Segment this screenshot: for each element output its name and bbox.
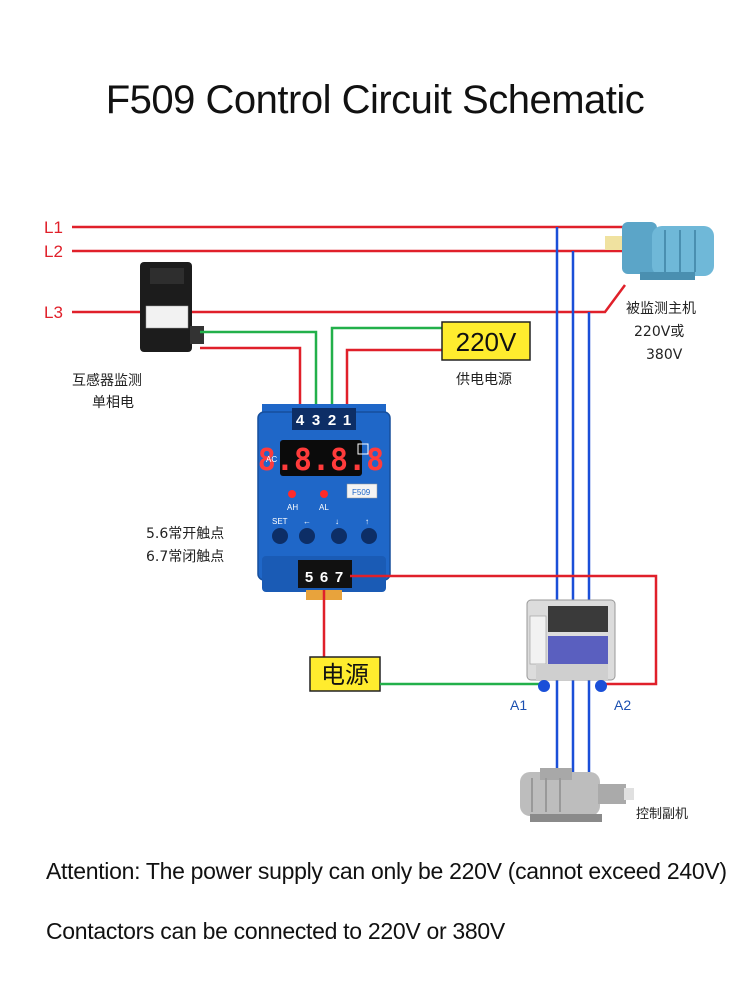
led-al-label: AL bbox=[319, 503, 329, 512]
ct-label-line2: 单相电 bbox=[92, 395, 134, 411]
supply-voltage-box bbox=[441, 321, 531, 361]
aux-motor-label: 控制副机 bbox=[636, 807, 688, 822]
main-motor-label-line2: 220V或 bbox=[634, 324, 684, 340]
button-left-label: ← bbox=[303, 517, 311, 526]
coil-label-a2: A2 bbox=[614, 697, 631, 713]
current-transformer bbox=[140, 262, 204, 352]
main-motor-label-line1: 被监测主机 bbox=[626, 301, 696, 317]
label-l3: L3 bbox=[44, 303, 63, 322]
main-motor-icon bbox=[605, 222, 714, 280]
wire-ct-term4 bbox=[200, 346, 302, 410]
attention-note: Attention: The power supply can only be … bbox=[46, 858, 727, 884]
terminal-4: 4 bbox=[296, 412, 305, 429]
ct-label-line1: 互感器监测 bbox=[72, 372, 142, 389]
button-down[interactable] bbox=[331, 528, 347, 544]
page-title: F509 Control Circuit Schematic bbox=[105, 78, 645, 122]
supply-label: 供电电源 bbox=[456, 372, 512, 388]
wire-supply-term2 bbox=[330, 326, 442, 410]
contactor-note: Contactors can be connected to 220V or 3… bbox=[46, 918, 505, 944]
terminal-6: 6 bbox=[320, 569, 328, 586]
terminal-5: 5 bbox=[305, 569, 313, 586]
psu-box-text: 电源 bbox=[321, 661, 369, 689]
button-set-label: SET bbox=[272, 517, 288, 526]
led-ah-icon bbox=[288, 490, 296, 498]
button-up-label: ↑ bbox=[365, 517, 369, 526]
wire-supply-term1 bbox=[345, 348, 442, 410]
contactor bbox=[526, 599, 616, 681]
coil-terminal-a1 bbox=[538, 680, 550, 692]
coil-terminal-a2 bbox=[595, 680, 607, 692]
terminal-2: 2 bbox=[328, 412, 336, 429]
wire-term7-a2 bbox=[350, 574, 658, 686]
button-down-label: ↓ bbox=[335, 517, 339, 526]
device-brand-label: F509 bbox=[352, 488, 371, 497]
button-up[interactable] bbox=[361, 528, 377, 544]
wire-ct-term3 bbox=[200, 330, 318, 410]
blue-wires bbox=[555, 227, 591, 800]
coil-label-a1: A1 bbox=[510, 697, 527, 713]
contacts-label-line1: 5.6常开触点 bbox=[146, 526, 224, 542]
device-display: 8.8.8.8 bbox=[258, 443, 384, 478]
label-l2: L2 bbox=[44, 242, 63, 261]
button-left[interactable] bbox=[299, 528, 315, 544]
supply-voltage-text: 220V bbox=[456, 327, 517, 357]
contacts-label-line2: 6.7常闭触点 bbox=[146, 549, 224, 565]
button-set[interactable] bbox=[272, 528, 288, 544]
main-motor-label-line3: 380V bbox=[646, 347, 683, 363]
terminal-1: 1 bbox=[343, 412, 351, 429]
terminal-3: 3 bbox=[312, 412, 320, 429]
wire-l3 bbox=[72, 284, 627, 314]
psu-box bbox=[309, 656, 381, 692]
aux-motor-icon bbox=[520, 768, 634, 822]
device-ac-label: AC bbox=[266, 455, 277, 464]
led-al-icon bbox=[320, 490, 328, 498]
label-l1: L1 bbox=[44, 218, 63, 237]
phase-lines bbox=[72, 225, 630, 314]
terminal-7: 7 bbox=[335, 569, 343, 586]
led-ah-label: AH bbox=[287, 503, 298, 512]
